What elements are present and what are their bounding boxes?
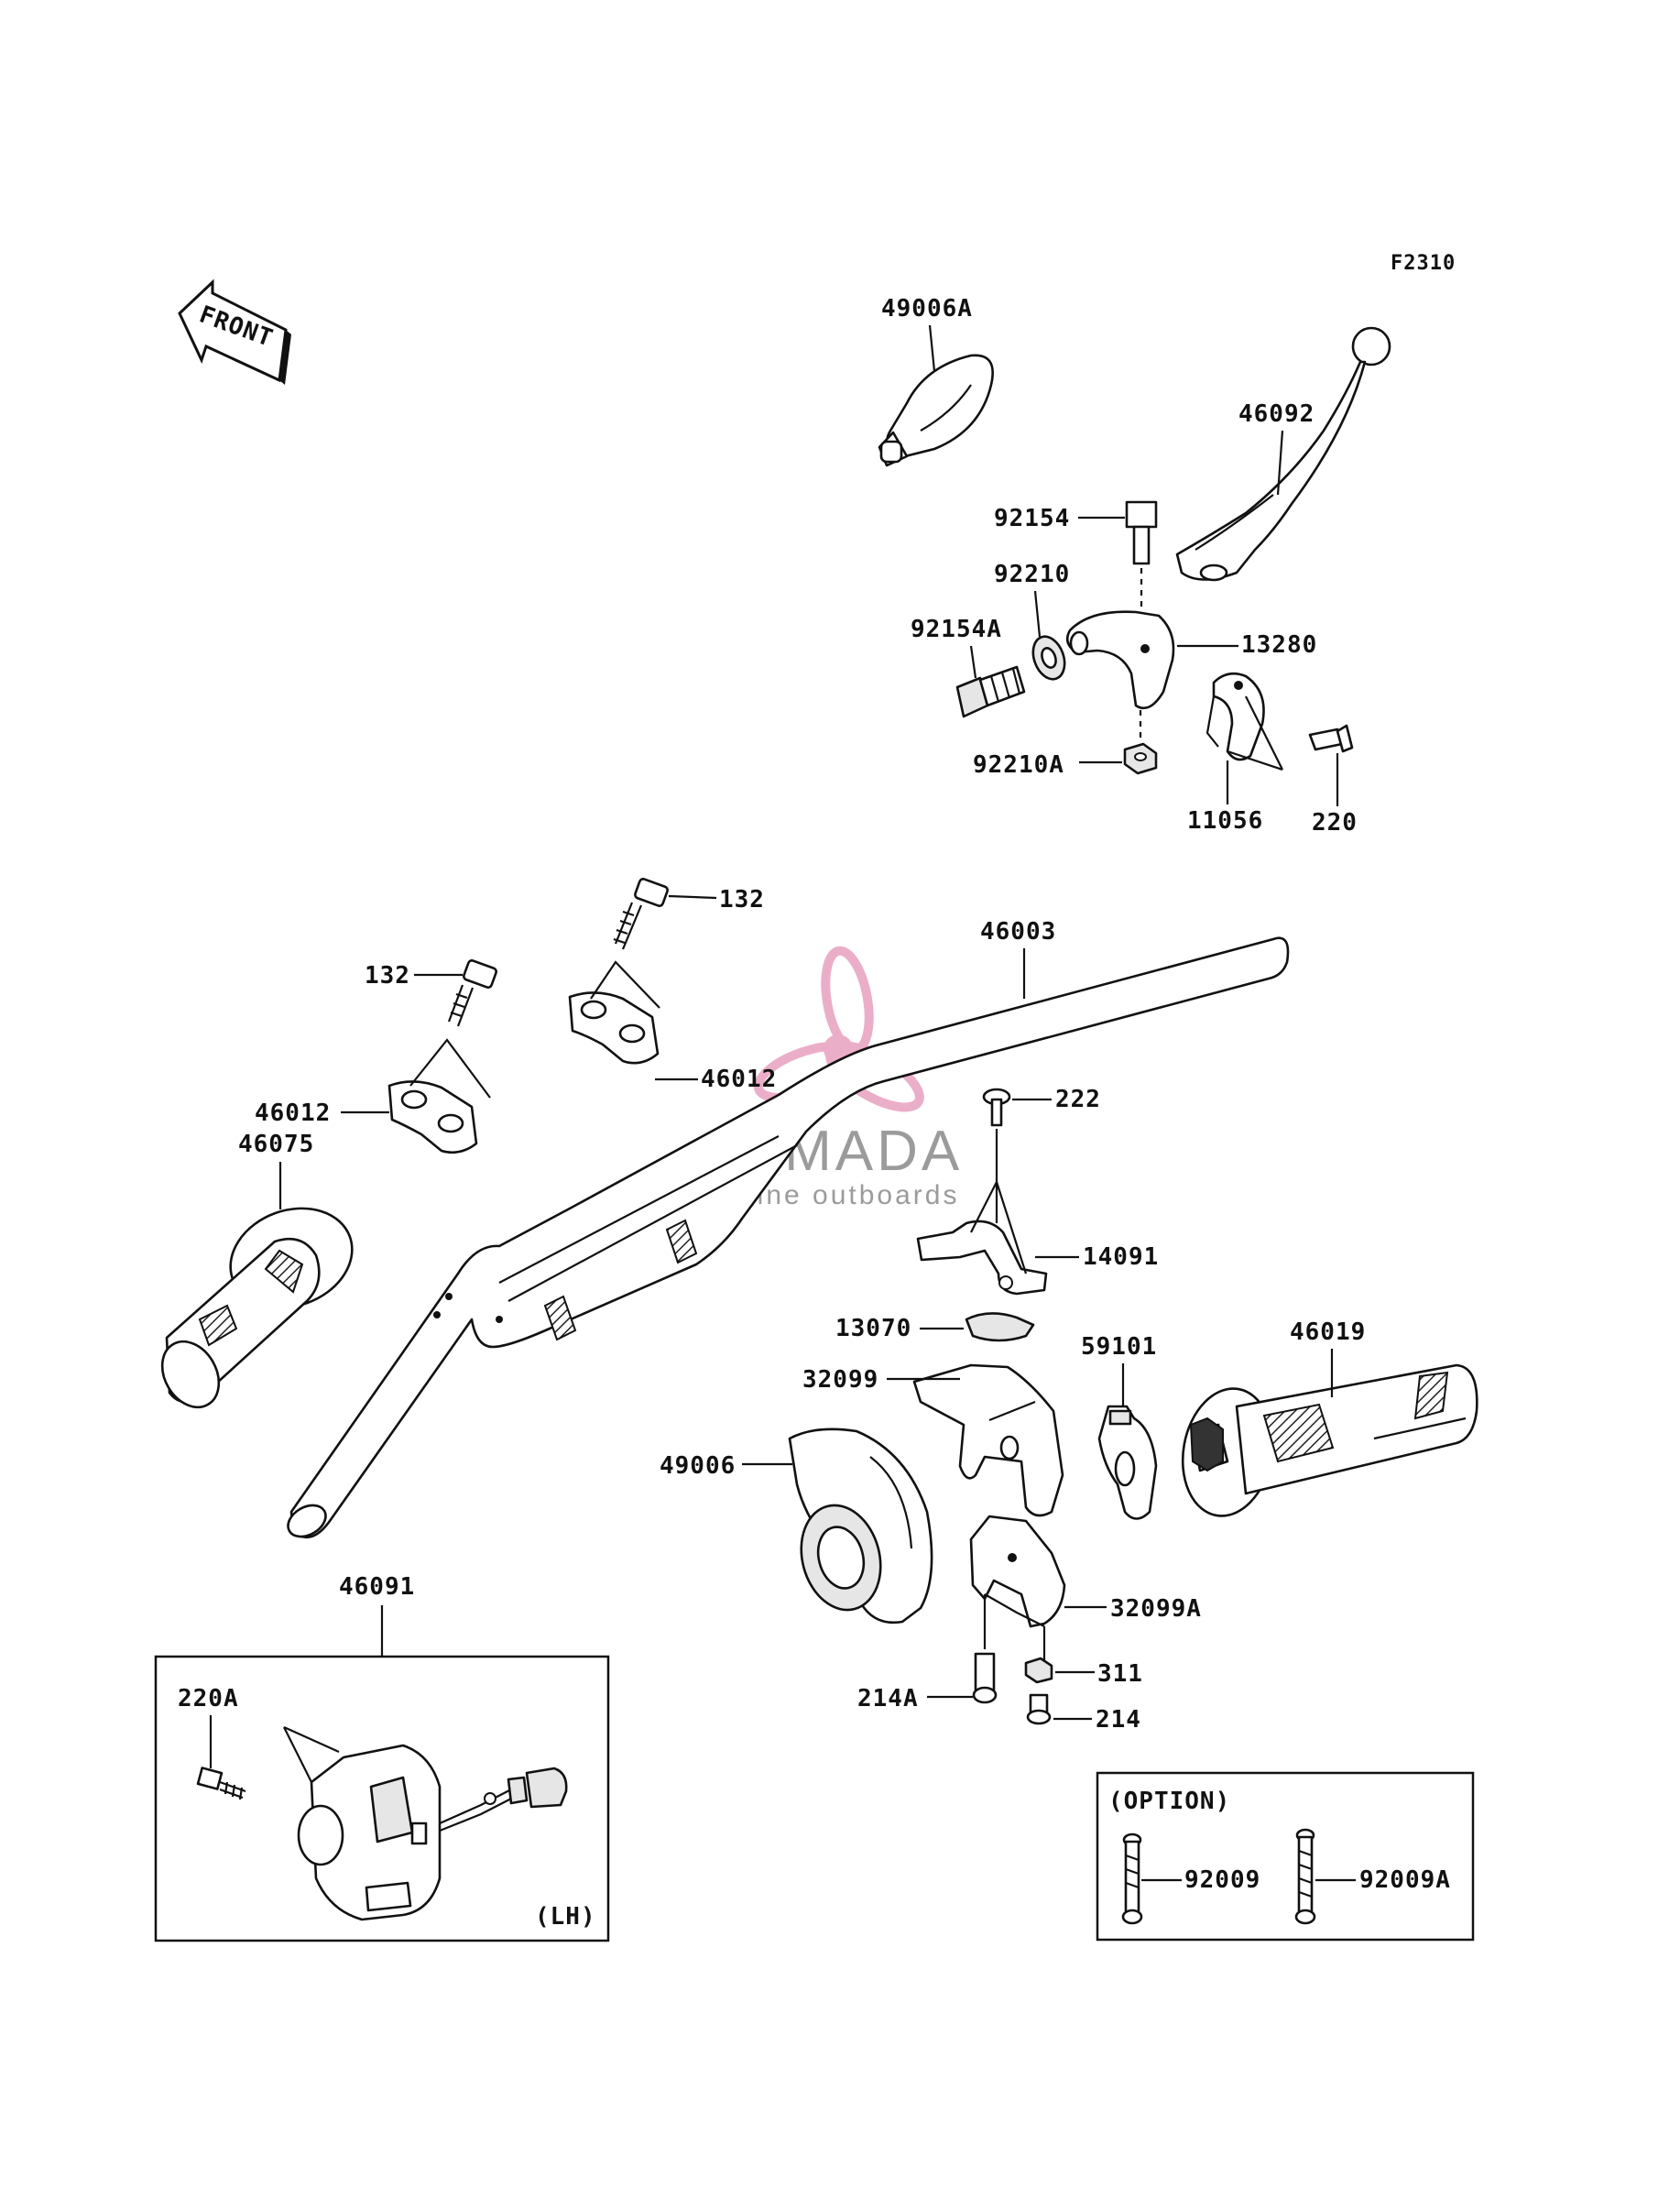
part-92210A-nut	[1123, 742, 1158, 775]
part-92154A-screw	[955, 665, 1026, 718]
box-label-lh: (LH)	[535, 1903, 596, 1931]
part-46003-handlebar	[287, 936, 1290, 1539]
part-13070-ring	[965, 1312, 1035, 1342]
label-49006: 49006	[660, 1452, 736, 1480]
label-220A: 220A	[178, 1685, 239, 1712]
part-92009A-screw	[1294, 1828, 1316, 1925]
part-92009-screw	[1121, 1832, 1143, 1925]
label-92154A: 92154A	[911, 616, 1002, 643]
label-46075: 46075	[238, 1131, 314, 1158]
part-46091-lh-switch	[196, 1725, 568, 1921]
label-92154: 92154	[994, 505, 1070, 532]
part-132-bolt-right	[613, 878, 669, 950]
part-14091-bracket	[916, 1129, 1048, 1296]
label-311: 311	[1097, 1660, 1143, 1688]
label-132-left: 132	[365, 962, 410, 990]
label-14091: 14091	[1083, 1243, 1159, 1271]
part-222-screw	[982, 1088, 1011, 1127]
part-32099-housing	[912, 1363, 1064, 1517]
part-92154-bolt	[1125, 500, 1158, 565]
part-32099A-housing	[969, 1515, 1066, 1663]
part-46092-lever	[1175, 326, 1391, 582]
part-13280-bracket	[1065, 610, 1175, 710]
part-11056-clamp	[1205, 672, 1265, 761]
label-49006A: 49006A	[881, 295, 973, 323]
label-46091: 46091	[339, 1573, 415, 1601]
label-222: 222	[1055, 1086, 1101, 1113]
part-46012-holder-left	[387, 1038, 491, 1154]
label-214A: 214A	[857, 1685, 919, 1712]
option-box	[1096, 1771, 1475, 1942]
part-46019-right-grip	[1181, 1363, 1478, 1517]
part-311-nut	[1024, 1657, 1053, 1684]
part-46075-left-grip	[160, 1207, 354, 1409]
figure-code: F2310	[1391, 252, 1456, 275]
part-46012-holder-right	[568, 960, 660, 1065]
part-132-bolt-left	[447, 959, 497, 1027]
label-214: 214	[1096, 1706, 1141, 1734]
front-arrow-icon: FRONT	[178, 279, 291, 385]
part-59101	[1097, 1405, 1158, 1520]
label-220: 220	[1312, 809, 1358, 837]
label-92009A: 92009A	[1359, 1866, 1451, 1894]
part-92210-washer	[1031, 635, 1066, 681]
label-46092: 46092	[1238, 400, 1315, 428]
part-49006-cover	[788, 1428, 933, 1625]
label-59101: 59101	[1081, 1333, 1157, 1361]
label-11056: 11056	[1187, 807, 1263, 835]
part-220-screw	[1308, 724, 1354, 753]
label-92009: 92009	[1184, 1866, 1260, 1894]
label-32099A: 32099A	[1110, 1595, 1202, 1623]
box-label-option: (OPTION)	[1108, 1788, 1230, 1815]
label-46012-left: 46012	[255, 1100, 331, 1127]
part-214-screw	[1026, 1693, 1052, 1725]
label-92210: 92210	[994, 561, 1070, 588]
label-32099: 32099	[802, 1366, 878, 1394]
label-13280: 13280	[1241, 631, 1317, 659]
part-49006A	[878, 354, 994, 467]
label-46012-right: 46012	[701, 1066, 777, 1093]
label-92210A: 92210A	[973, 751, 1064, 779]
label-46003: 46003	[980, 918, 1056, 946]
label-132-right: 132	[719, 886, 765, 914]
label-46019: 46019	[1290, 1318, 1366, 1346]
part-214A-screw	[972, 1652, 998, 1704]
label-13070: 13070	[835, 1315, 911, 1342]
